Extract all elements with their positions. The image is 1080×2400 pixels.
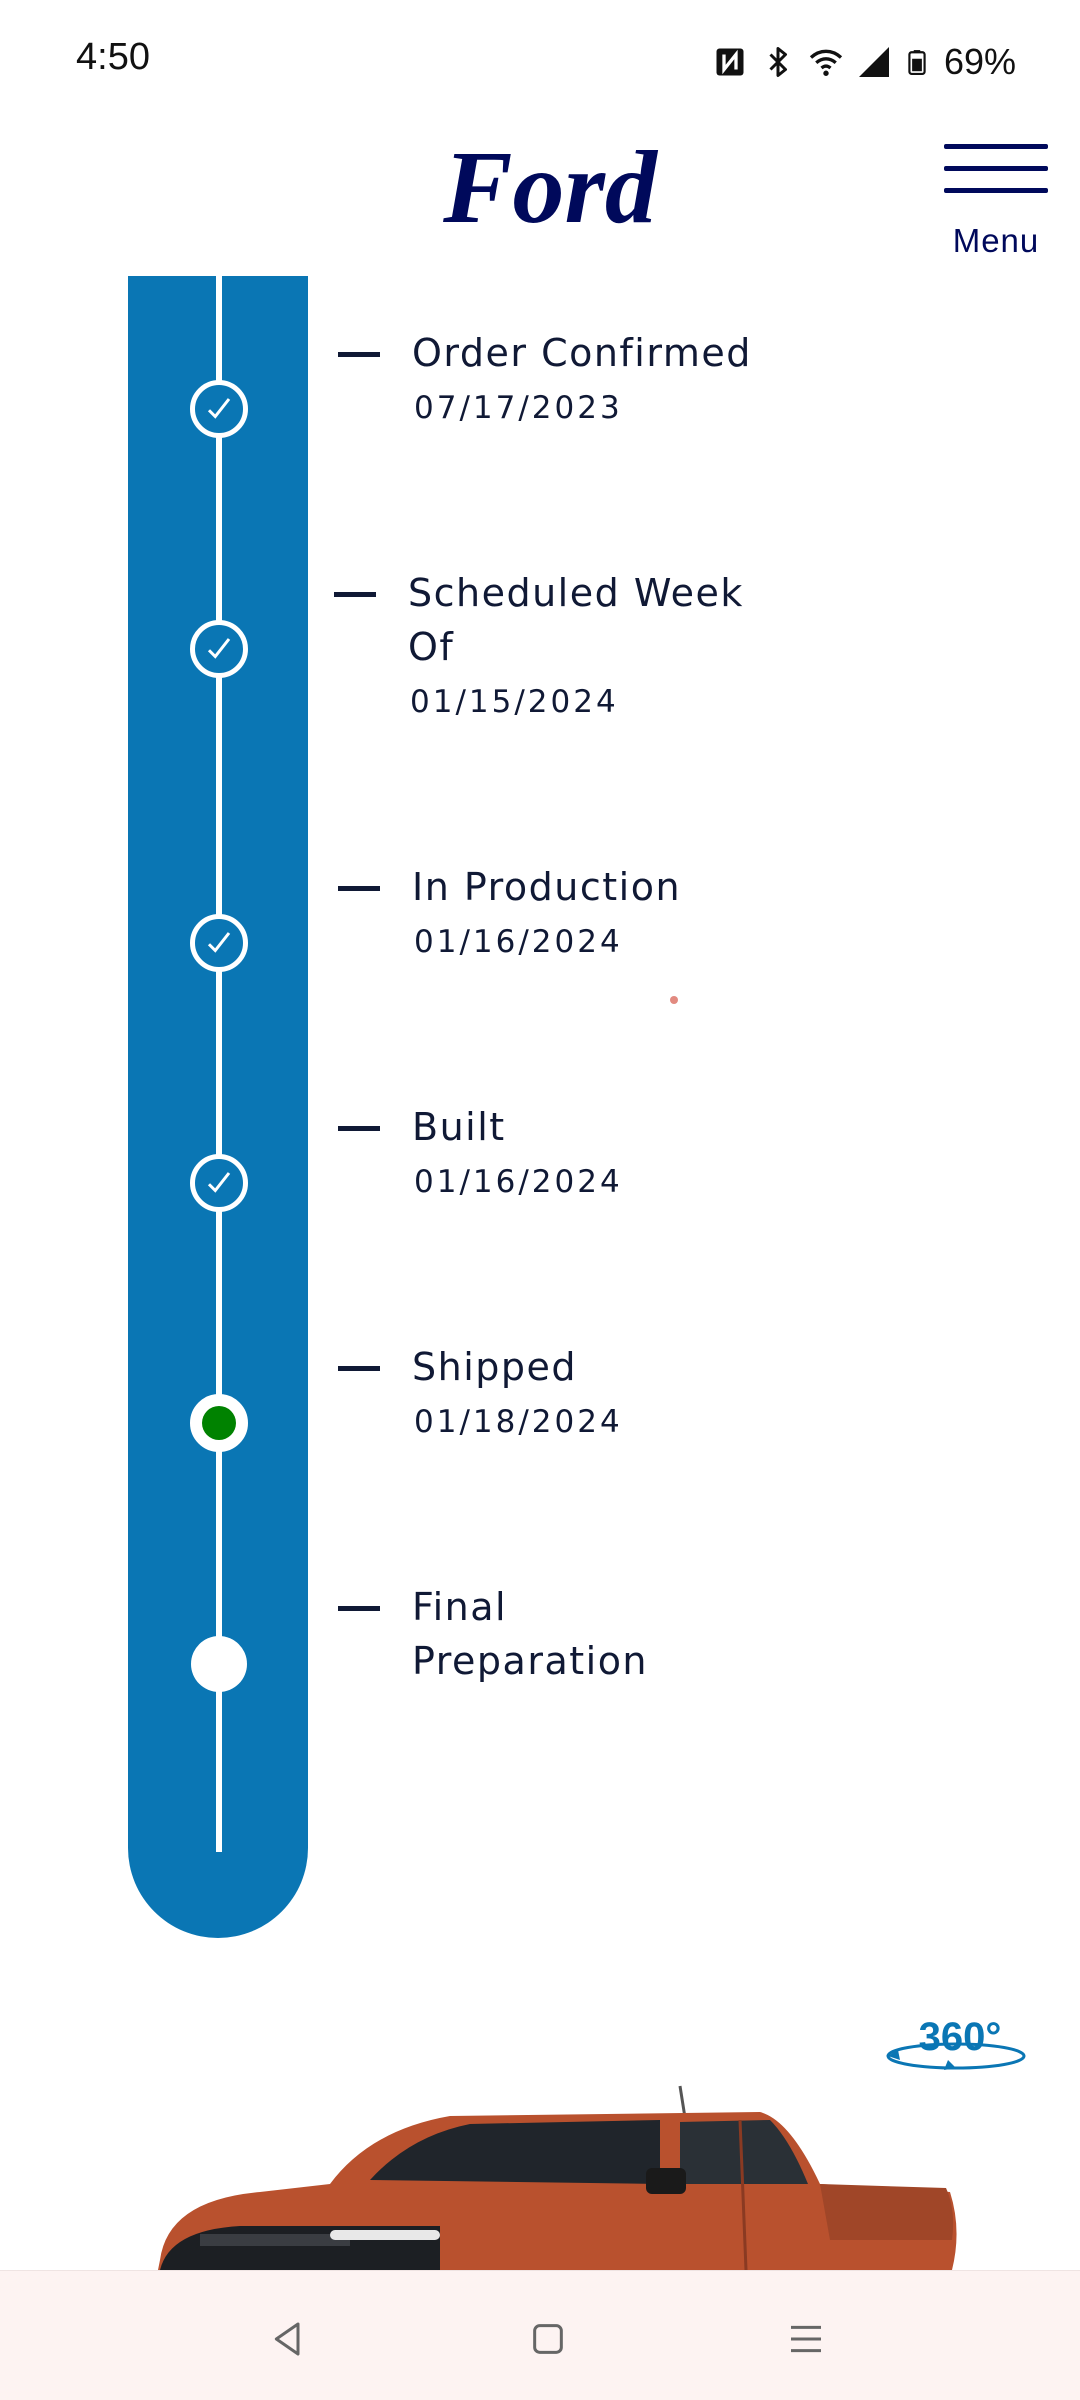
step-complete-node: [190, 620, 248, 678]
step-title-shipped: Shipped: [412, 1345, 578, 1389]
menu-button[interactable]: Menu: [936, 138, 1048, 259]
step-dash: [338, 1126, 380, 1131]
step-complete-node: [190, 914, 248, 972]
view-360-label: 360°: [919, 2015, 1002, 2059]
step-date-in-production: 01/16/2024: [414, 924, 623, 960]
wifi-icon: [809, 49, 843, 76]
step-complete-node: [190, 380, 248, 438]
step-dash: [334, 592, 376, 597]
timeline-line: [216, 276, 222, 1852]
menu-icon-line: [944, 166, 1048, 171]
recents-button[interactable]: [766, 2299, 846, 2379]
system-navigation-bar: [0, 2270, 1080, 2400]
step-title-final-preparation-line2: Preparation: [412, 1639, 649, 1683]
battery-icon: [908, 50, 926, 75]
site-header: Ford Menu: [8, 106, 1072, 276]
step-title-order-confirmed: Order Confirmed: [412, 331, 752, 375]
ford-logo[interactable]: Ford: [422, 136, 678, 246]
step-title-final-preparation: Final: [412, 1585, 508, 1629]
checkmark-icon: [207, 932, 231, 953]
step-dash: [338, 886, 380, 891]
menu-label: Menu: [952, 222, 1040, 259]
menu-icon-line: [944, 144, 1048, 149]
battery-percent: 69%: [943, 41, 1016, 82]
status-time: 4:50: [76, 36, 150, 78]
bluetooth-icon: [769, 47, 787, 77]
step-date-scheduled-week: 01/15/2024: [410, 684, 619, 720]
step-dash: [338, 352, 380, 357]
status-icons: 69%: [712, 38, 1016, 86]
home-button[interactable]: [508, 2299, 588, 2379]
step-title-in-production: In Production: [412, 865, 682, 909]
recents-icon: [791, 2325, 821, 2353]
indicator-dot: [670, 996, 678, 1004]
nfc-icon: [716, 48, 744, 76]
step-title-scheduled-week: Scheduled Week: [408, 571, 744, 615]
checkmark-icon: [207, 398, 231, 419]
rotate-arrow-bottom: [944, 2060, 956, 2070]
step-dash: [338, 1366, 380, 1371]
status-bar: 4:50 69%: [0, 0, 1080, 106]
step-date-order-confirmed: 07/17/2023: [414, 390, 623, 426]
back-button[interactable]: [248, 2299, 328, 2379]
back-icon: [274, 2322, 300, 2356]
home-icon: [533, 2324, 563, 2354]
rotate-arrow-left: [888, 2050, 900, 2060]
vehicle-image: [158, 2085, 957, 2270]
step-date-shipped: 01/18/2024: [414, 1404, 623, 1440]
step-title-scheduled-week-line2: Of: [408, 625, 455, 669]
checkmark-icon: [207, 638, 231, 659]
step-complete-node: [190, 1154, 248, 1212]
step-current-node: [190, 1394, 248, 1452]
step-dash: [338, 1606, 380, 1611]
checkmark-icon: [207, 1172, 231, 1193]
step-date-built: 01/16/2024: [414, 1164, 623, 1200]
logo-text: Ford: [442, 136, 659, 245]
step-pending-node: [191, 1636, 247, 1692]
step-title-built: Built: [412, 1105, 506, 1149]
current-step-indicator: [202, 1406, 236, 1440]
signal-icon: [858, 47, 889, 77]
menu-icon-line: [944, 188, 1048, 193]
view-360-button[interactable]: 360°: [884, 2012, 1028, 2078]
